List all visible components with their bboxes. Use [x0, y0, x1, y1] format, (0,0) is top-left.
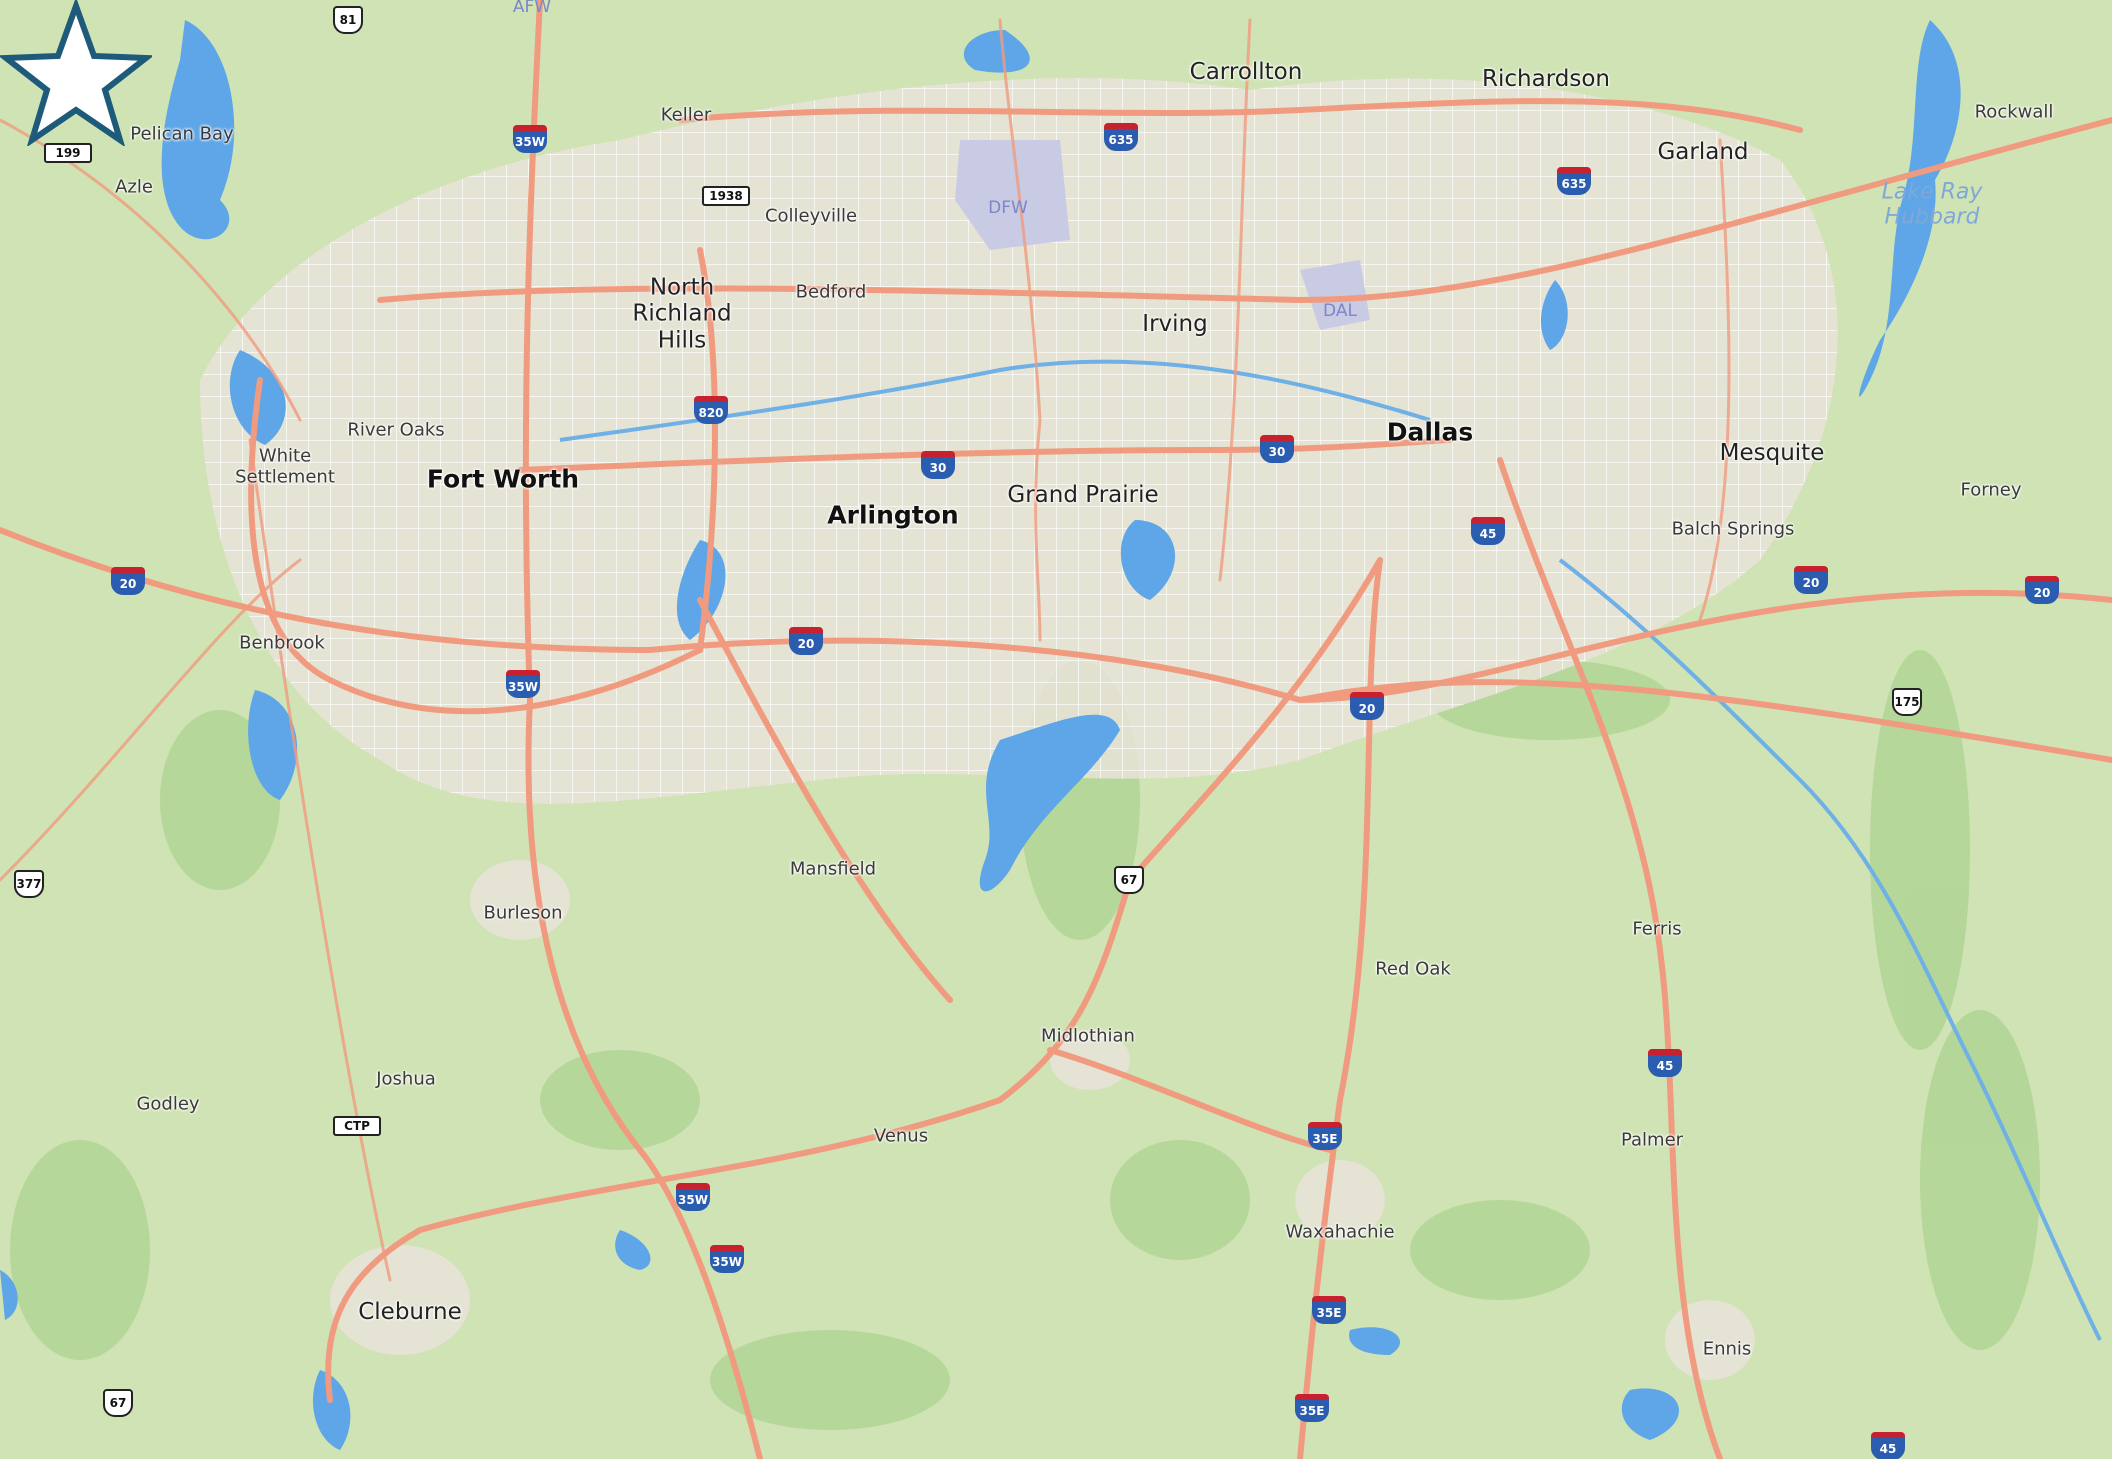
interstate-shield-icon: 20	[1794, 566, 1828, 594]
city-label: Palmer	[1620, 1129, 1684, 1151]
city-label: Balch Springs	[1671, 518, 1795, 540]
state-highway-shield-icon: 1938	[702, 186, 750, 206]
vegetation-patches	[10, 650, 2040, 1430]
city-label: Keller	[660, 104, 712, 126]
lake-waxahachie	[1349, 1327, 1401, 1355]
interstate-shield-icon: 35W	[513, 125, 547, 153]
interstate-shield-icon: 20	[111, 567, 145, 595]
interstate-shield-icon: 45	[1648, 1049, 1682, 1077]
city-label: Irving	[1142, 310, 1208, 337]
city-label: Waxahachie	[1285, 1221, 1395, 1243]
state-highway-shield-icon: 199	[44, 143, 92, 163]
us-highway-shield-icon: 377	[14, 870, 44, 898]
lake-arlington	[676, 540, 726, 640]
city-label: Pelican Bay	[130, 123, 234, 145]
city-label: Richardson	[1482, 65, 1610, 92]
white-rock-lake	[1540, 280, 1568, 350]
city-label: Benbrook	[239, 632, 325, 654]
grapevine-lake	[963, 30, 1030, 73]
benbrook-lake	[248, 690, 298, 800]
city-label: Fort Worth	[426, 464, 580, 494]
interstate-shield-icon: 20	[1350, 692, 1384, 720]
airport-label: DFW	[988, 198, 1028, 219]
interstate-shield-icon: 35W	[506, 670, 540, 698]
city-label: Dallas	[1386, 417, 1474, 447]
interstate-shield-icon: 20	[789, 627, 823, 655]
rivers	[559, 359, 2102, 1341]
joe-pool-lake	[979, 714, 1120, 892]
interstate-shield-icon: 30	[1260, 435, 1294, 463]
bardwell-lake	[1621, 1388, 1679, 1440]
city-label: River Oaks	[347, 419, 445, 441]
interstate-shield-icon: 820	[694, 396, 728, 424]
city-label: Godley	[136, 1093, 200, 1115]
city-label: Cleburne	[358, 1298, 462, 1325]
interstate-shield-icon: 635	[1557, 167, 1591, 195]
star-marker-icon[interactable]	[0, 0, 152, 146]
joe-pool-north	[1120, 520, 1176, 600]
city-label: Grand Prairie	[1007, 481, 1159, 508]
city-label: Arlington	[827, 500, 959, 530]
city-label: Ferris	[1632, 918, 1682, 940]
interstate-shield-icon: 635	[1104, 123, 1138, 151]
state-highway-shield-icon: CTP	[333, 1116, 381, 1136]
city-label: Forney	[1960, 479, 2022, 501]
city-label: Rockwall	[1974, 101, 2054, 123]
city-label: Burleson	[483, 902, 563, 924]
eagle-mountain-lake	[161, 20, 235, 240]
interstate-shield-icon: 45	[1471, 517, 1505, 545]
urban-area	[200, 78, 1838, 1380]
us-highway-shield-icon: 67	[103, 1389, 133, 1417]
interstate-shield-icon: 45	[1871, 1432, 1905, 1459]
city-label: Mansfield	[789, 858, 877, 880]
interstate-shield-icon: 35E	[1308, 1122, 1342, 1150]
interstate-shield-icon: 35W	[710, 1245, 744, 1273]
city-label: Venus	[873, 1125, 929, 1147]
airport-label: AFW	[512, 0, 552, 18]
us-highway-shield-icon: 67	[1114, 866, 1144, 894]
us-highway-shield-icon: 81	[333, 6, 363, 34]
city-label: Garland	[1657, 138, 1749, 165]
city-label: Bedford	[795, 281, 867, 303]
city-label: Carrollton	[1189, 58, 1303, 85]
airport-areas	[955, 140, 1370, 330]
interstate-shield-icon: 35W	[676, 1183, 710, 1211]
alvarado-lake	[615, 1230, 651, 1270]
west-lake	[0, 1270, 18, 1320]
lake-ray-hubbard	[1859, 20, 1961, 397]
interstate-shield-icon: 30	[921, 451, 955, 479]
city-label: Azle	[115, 176, 153, 198]
interstate-shield-icon: 35E	[1312, 1296, 1346, 1324]
city-label: Mesquite	[1719, 439, 1825, 466]
lake-pat-cleburne	[312, 1370, 351, 1450]
us-highway-shield-icon: 175	[1892, 688, 1922, 716]
city-label: Midlothian	[1041, 1025, 1135, 1047]
city-label: Joshua	[376, 1068, 436, 1090]
city-label: Colleyville	[764, 205, 858, 227]
city-label: Red Oak	[1375, 958, 1451, 980]
airport-label: DAL	[1323, 301, 1357, 322]
interstate-shield-icon: 35E	[1295, 1394, 1329, 1422]
interstate-shield-icon: 20	[2025, 576, 2059, 604]
city-label: Ennis	[1702, 1338, 1752, 1360]
